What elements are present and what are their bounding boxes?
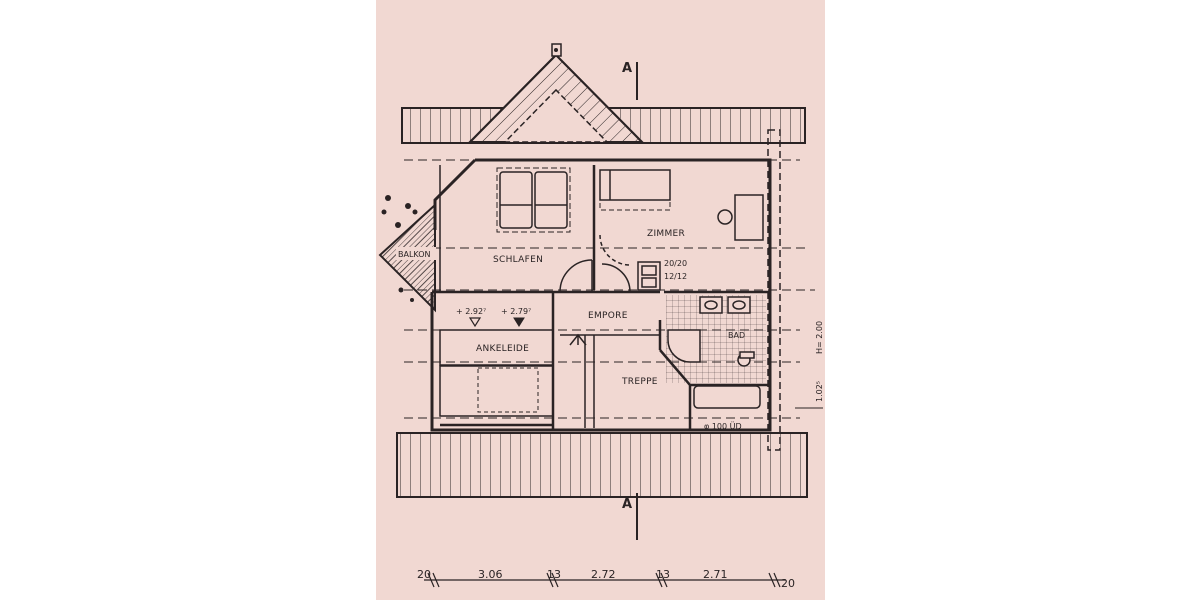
label-schlafen: SCHLAFEN	[493, 255, 543, 265]
label-ankleide: ANKELEIDE	[476, 344, 529, 354]
dimension-6: 20	[781, 577, 795, 590]
level-markers	[468, 317, 525, 328]
dimension-chain	[424, 572, 786, 588]
ankleide-wardrobe	[439, 329, 554, 427]
annotation-height-2: 1.02⁵	[815, 381, 824, 402]
roof-right-edge	[767, 129, 781, 451]
annotation-level-1: + 2.92⁷	[456, 307, 486, 316]
label-treppe: TREPPE	[621, 377, 658, 387]
zimmer-furniture	[599, 169, 764, 266]
roof-gable	[467, 43, 645, 143]
label-bad: BAD	[728, 331, 745, 340]
balkon-label-bg	[396, 247, 436, 260]
annotation-height: H= 2.00	[815, 321, 824, 354]
label-zimmer: ZIMMER	[647, 229, 685, 239]
door-schlafen	[559, 259, 593, 293]
dimension-3: 2.72	[591, 568, 616, 581]
double-bed	[496, 167, 571, 233]
bathroom	[666, 295, 766, 409]
chimney	[637, 261, 661, 291]
section-mark-top: A	[622, 61, 632, 76]
label-empore: EMPORE	[588, 311, 628, 321]
door-zimmer	[601, 263, 631, 293]
annotation-chimney-2: 12/12	[664, 272, 687, 281]
dimension-2: 13	[547, 568, 561, 581]
label-balkon: BALKON	[398, 250, 431, 259]
annotation-vent: φ 100 ÜD	[704, 421, 742, 431]
dimension-4: 13	[656, 568, 670, 581]
annotation-level-2: + 2.79⁷	[501, 307, 531, 316]
dimension-0: 20	[417, 568, 431, 581]
dimension-1: 3.06	[478, 568, 503, 581]
stair	[560, 333, 660, 428]
annotation-chimney-1: 20/20	[664, 259, 687, 268]
roof-bottom	[396, 432, 808, 498]
section-mark-bottom: A	[622, 497, 632, 512]
dimension-5: 2.71	[703, 568, 728, 581]
